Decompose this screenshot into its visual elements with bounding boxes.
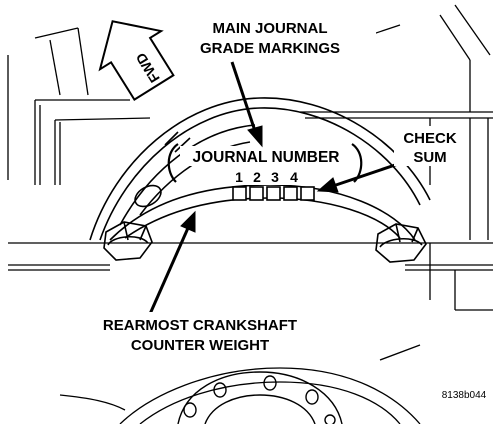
- right-bolt: [375, 223, 427, 263]
- check-sum-arrow: [332, 162, 399, 188]
- check-sum-box: [300, 186, 315, 201]
- main-journal-label-line2: GRADE MARKINGS: [200, 40, 340, 57]
- forward-arrow-icon: FWD: [98, 20, 175, 102]
- check-sum-label-line2: SUM: [413, 149, 446, 166]
- rearmost-label-line1: REARMOST CRANKSHAFT: [103, 317, 297, 334]
- journal-marking: JOURNAL NUMBER 1 2 3 4: [167, 143, 363, 201]
- main-journal-arrowhead: [247, 125, 263, 148]
- left-bolt: [103, 221, 153, 261]
- journal-digit-1: 1: [235, 169, 243, 185]
- journal-number-label: JOURNAL NUMBER: [193, 149, 340, 166]
- grade-box-1: [232, 186, 247, 201]
- grade-box-3: [266, 186, 281, 201]
- grade-box-4: [283, 186, 298, 201]
- check-sum-label-line1: CHECK: [403, 130, 457, 147]
- rearmost-label-line2: COUNTER WEIGHT: [131, 337, 269, 354]
- journal-digit-2: 2: [253, 169, 261, 185]
- engine-block-outline: [7, 4, 493, 424]
- main-journal-arrow: [230, 61, 258, 135]
- callout-labels: MAIN JOURNAL GRADE MARKINGS CHECK SUM RE…: [40, 14, 487, 401]
- journal-digit-4: 4: [290, 169, 298, 185]
- main-journal-label-line1: MAIN JOURNAL: [213, 20, 328, 37]
- callout-arrows: [148, 61, 399, 315]
- left-bracket: [167, 143, 179, 183]
- check-sum-arrowhead: [316, 177, 339, 193]
- figure-reference: 8138b044: [442, 390, 487, 401]
- grade-box-2: [249, 186, 264, 201]
- counter-weight-arrow: [148, 227, 190, 315]
- counter-weight-arrowhead: [180, 210, 196, 233]
- journal-digit-3: 3: [271, 169, 279, 185]
- flywheel: [177, 371, 343, 424]
